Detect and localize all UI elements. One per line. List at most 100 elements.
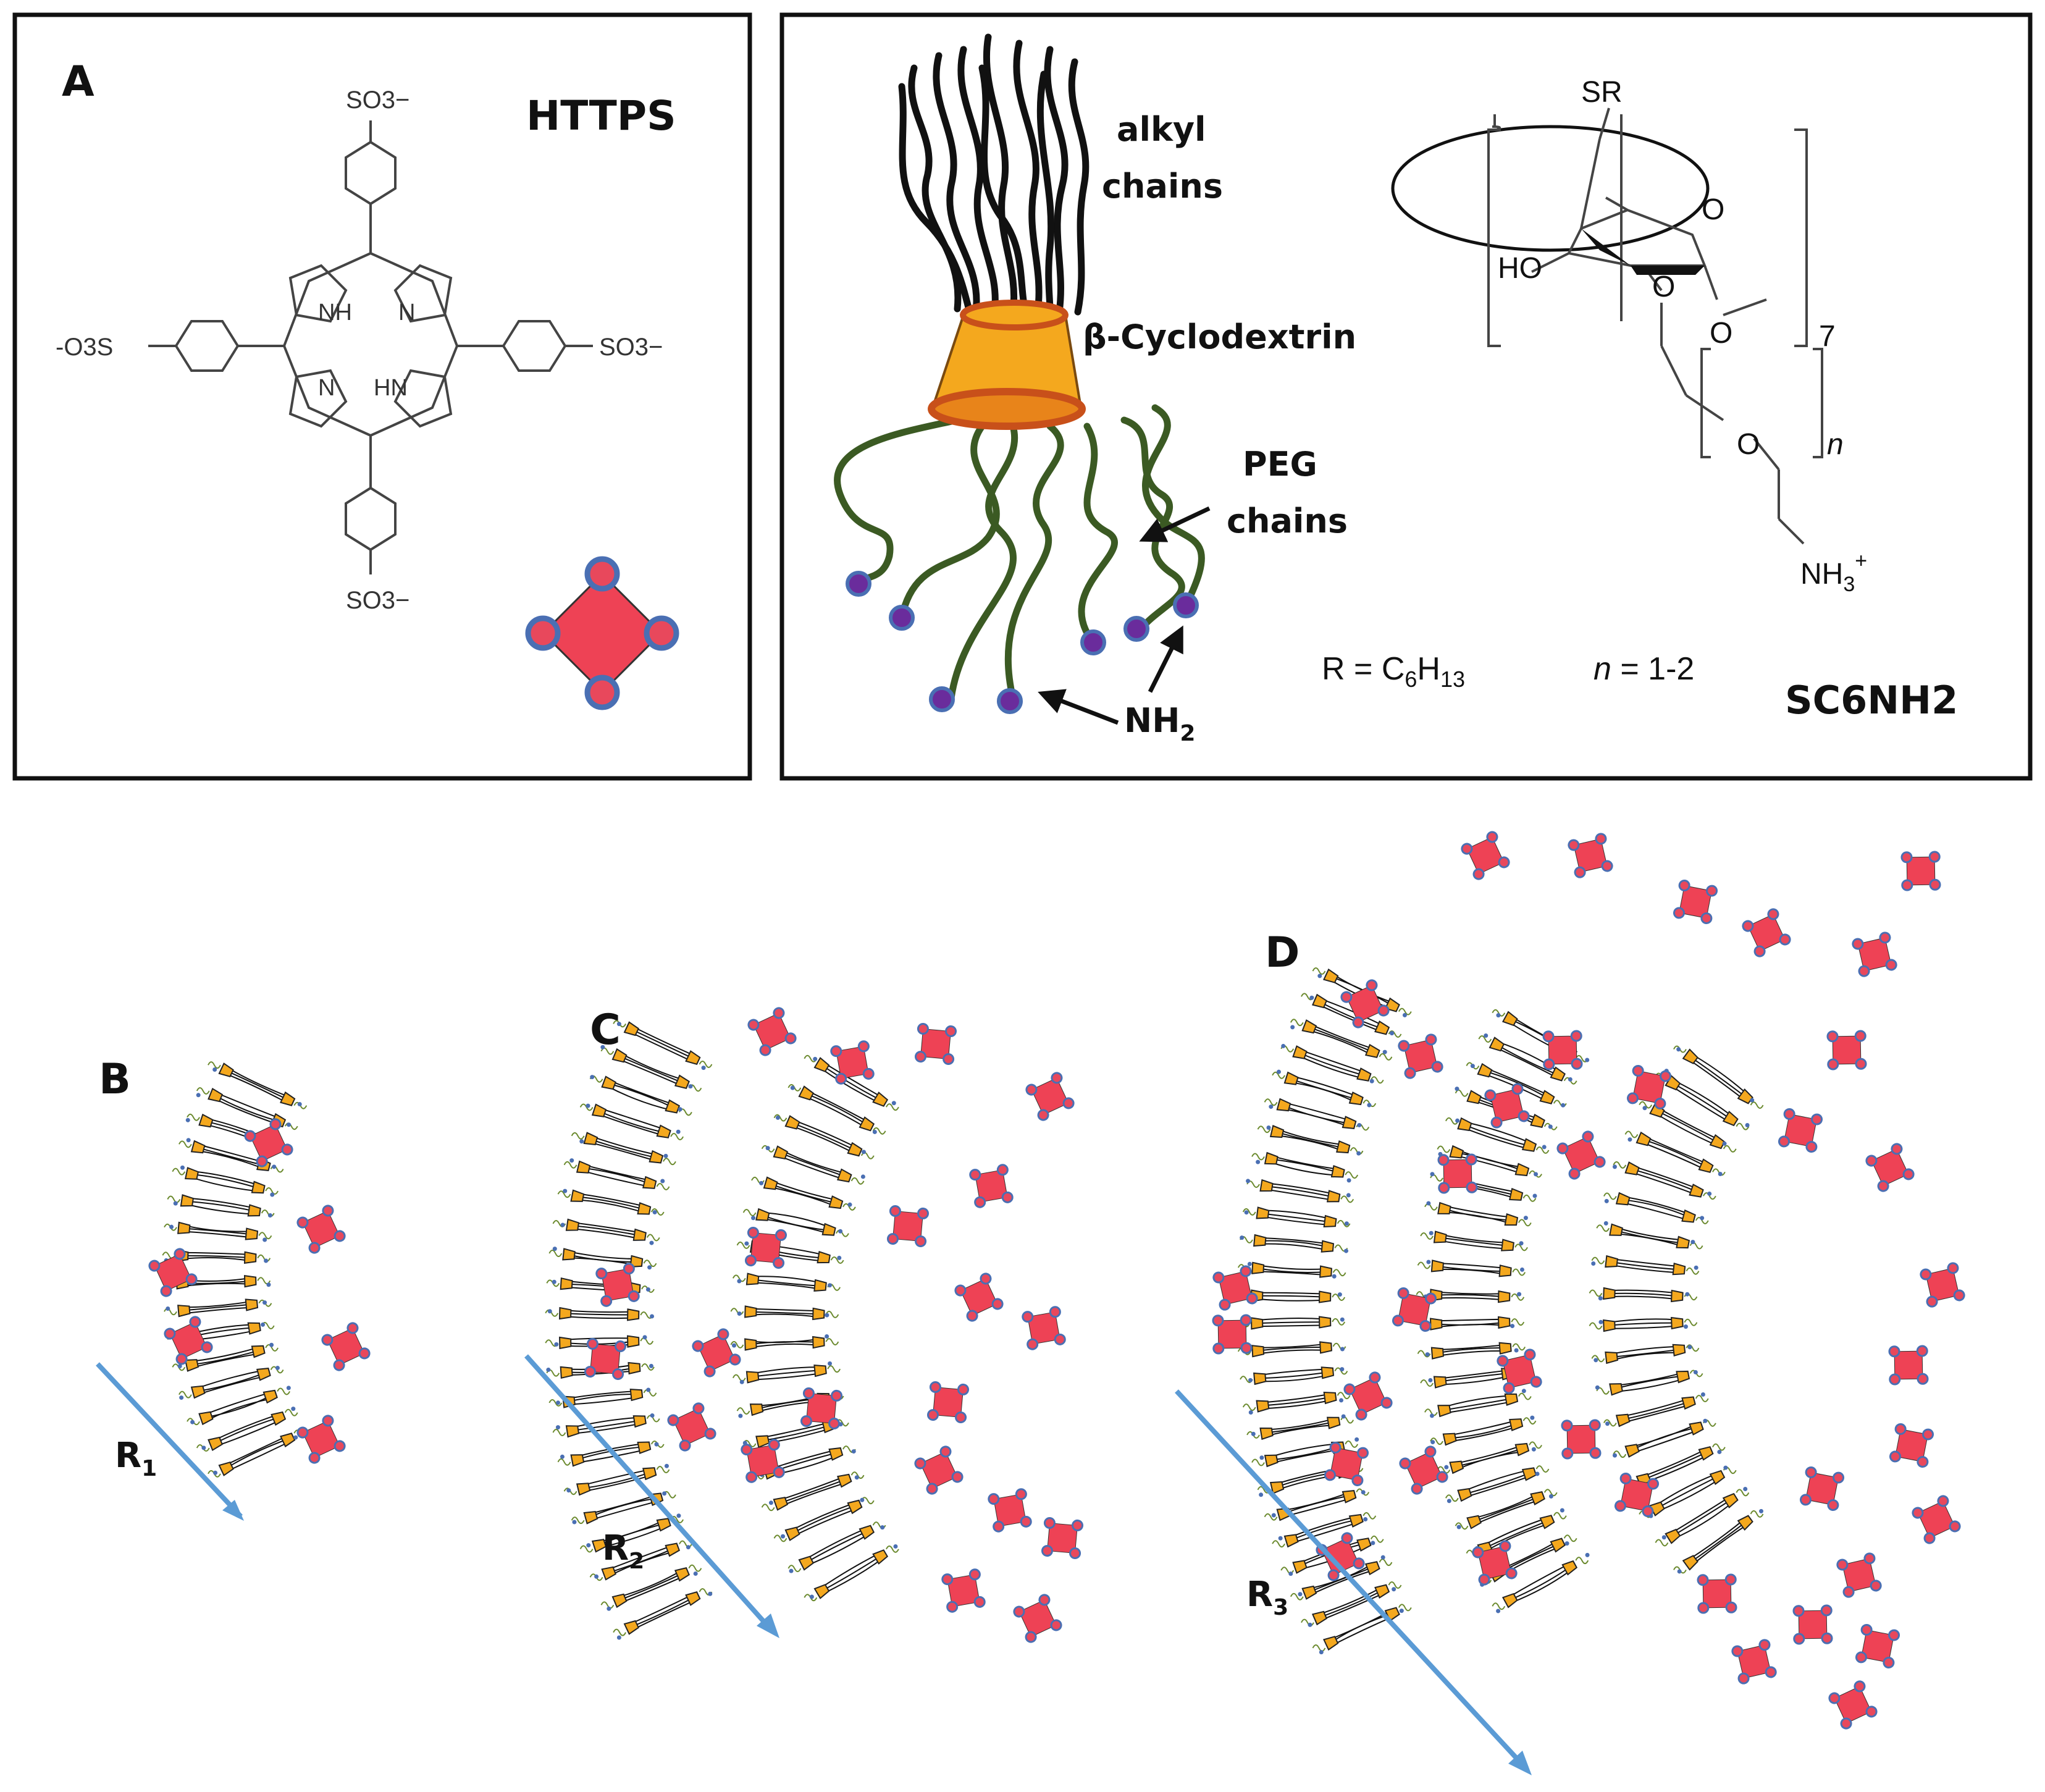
amine-dot <box>650 1314 655 1319</box>
alkyl-tail <box>591 1136 658 1156</box>
alkyl-tail <box>770 1184 837 1204</box>
nh2-sub: 2 <box>1180 721 1195 746</box>
cyclodextrin-cone-icon <box>1514 1163 1530 1177</box>
amine-dot <box>1455 1087 1459 1092</box>
amine-dot <box>1530 1415 1535 1420</box>
peg-fuzz <box>1511 1293 1525 1301</box>
alkyl-tail <box>794 1119 857 1148</box>
amine-dot <box>264 1258 269 1263</box>
amine-dot <box>1251 1431 1256 1436</box>
porphyrin-diamond-icon <box>1820 1672 1886 1738</box>
cyclodextrin-cone-icon <box>1501 1011 1518 1027</box>
alkyl-tail <box>1259 1243 1328 1251</box>
cyclodextrin-cone-icon <box>1457 1487 1472 1502</box>
alkyl-tail <box>750 1313 819 1318</box>
amine-dot <box>846 571 871 597</box>
cyclodextrin-cone-icon <box>1605 1351 1618 1365</box>
amine-dot <box>1683 1324 1688 1329</box>
alkyl-tail <box>1474 1497 1539 1522</box>
alkyl-tail <box>1437 1263 1506 1269</box>
alkyl-tail <box>600 1108 666 1130</box>
amine-dot <box>1288 1571 1293 1576</box>
n-def: = 1-2 <box>1611 651 1694 687</box>
alkyl-tail <box>1609 1325 1678 1329</box>
amine-dot <box>1517 1292 1522 1297</box>
alkyl-tail <box>771 1180 838 1201</box>
cyclodextrin-cone-icon <box>812 1336 825 1349</box>
cyclodextrin-cone-icon <box>1256 1400 1270 1413</box>
alkyl-tail <box>1642 1449 1706 1478</box>
peg-fuzz <box>265 1344 279 1352</box>
alkyl-tail <box>750 1343 819 1348</box>
cyclodextrin-cone-icon <box>1624 1444 1640 1458</box>
peg-fuzz <box>1686 1267 1700 1275</box>
alkyl-tail <box>569 1394 637 1402</box>
alkyl-tail <box>197 1369 264 1389</box>
alkyl-tail <box>621 1575 684 1604</box>
porphyrin-diamond-icon <box>1196 1298 1269 1371</box>
alkyl-tail <box>191 1347 258 1362</box>
alkyl-tail <box>1508 1563 1569 1598</box>
peg-fuzz <box>579 1545 594 1553</box>
peg-fuzz <box>1345 1440 1359 1448</box>
amine-dot <box>828 1361 833 1366</box>
porphyrin-diamond-icon <box>1786 1453 1858 1525</box>
peg-fuzz <box>736 1407 750 1415</box>
peg-fuzz <box>557 1458 571 1466</box>
peg-fuzz <box>804 1054 818 1062</box>
amine-dot <box>1603 1221 1608 1226</box>
alkyl-tail <box>1615 1372 1683 1386</box>
alkyl-tail <box>590 1497 657 1518</box>
alkyl-tail <box>1437 1266 1506 1272</box>
amine-dot <box>1595 1385 1600 1390</box>
peg-fuzz <box>761 1504 775 1512</box>
amine-dot <box>1298 1592 1303 1597</box>
peg-fuzz <box>167 1195 181 1203</box>
cyclodextrin-cone-icon <box>251 1345 266 1358</box>
alkyl-tail <box>821 1065 881 1101</box>
peg-fuzz <box>1624 1130 1639 1138</box>
amine-dot <box>1309 995 1314 1000</box>
amine-dot <box>1519 1267 1524 1272</box>
alkyl-tail <box>1674 1080 1733 1117</box>
peg-fuzz <box>1702 1192 1716 1200</box>
amine-dot <box>647 1265 652 1270</box>
radius-c-main: R <box>602 1528 629 1568</box>
repeat-7-label: 7 <box>1819 320 1836 353</box>
alkyl-tail <box>1298 1055 1364 1079</box>
cyclodextrin-cone-icon <box>872 1092 889 1107</box>
peg-fuzz <box>1736 1489 1750 1497</box>
alkyl-tail <box>820 1067 880 1104</box>
cyclodextrin-cone-icon <box>1504 1393 1519 1406</box>
label-arrows <box>1038 506 1211 725</box>
alkyl-tail <box>577 1193 645 1207</box>
peg-fuzz <box>825 1338 839 1346</box>
amine-dot <box>1510 1324 1515 1329</box>
amine-dot <box>1430 1172 1435 1177</box>
cyclodextrin-cone-icon <box>1521 1467 1537 1481</box>
cyclodextrin-cone-icon <box>642 1176 657 1189</box>
cyclodextrin-cone-icon <box>1319 1341 1332 1354</box>
cyclodextrin-cone-icon <box>817 1250 831 1264</box>
alkyl-tail <box>1673 1083 1732 1120</box>
amine-dot <box>1534 1172 1539 1177</box>
alkyl-tail <box>807 1533 869 1566</box>
amine-dot <box>768 1500 773 1505</box>
amine-dot <box>552 1247 557 1251</box>
r-definition: R = C6H13 <box>1322 651 1465 692</box>
peg-fuzz <box>548 1250 563 1258</box>
amine-dot <box>272 1164 277 1169</box>
peg-fuzz <box>1639 1101 1653 1109</box>
alkyl-tail <box>1658 1478 1720 1512</box>
alkyl-tail <box>1258 1346 1326 1352</box>
alkyl-tail <box>807 1090 869 1123</box>
peg-fuzz <box>1430 1437 1443 1445</box>
alkyl-tail <box>1283 1495 1350 1514</box>
amine-dot <box>1248 1378 1253 1382</box>
amine-dot <box>554 1342 559 1347</box>
porphyrin-diamond-icon <box>1311 1428 1382 1500</box>
peg-fuzz <box>886 1545 899 1553</box>
cyclodextrin-cone-icon <box>1430 1318 1443 1331</box>
alkyl-label-1: alkyl <box>1117 110 1206 149</box>
alkyl-tail <box>618 1570 682 1598</box>
